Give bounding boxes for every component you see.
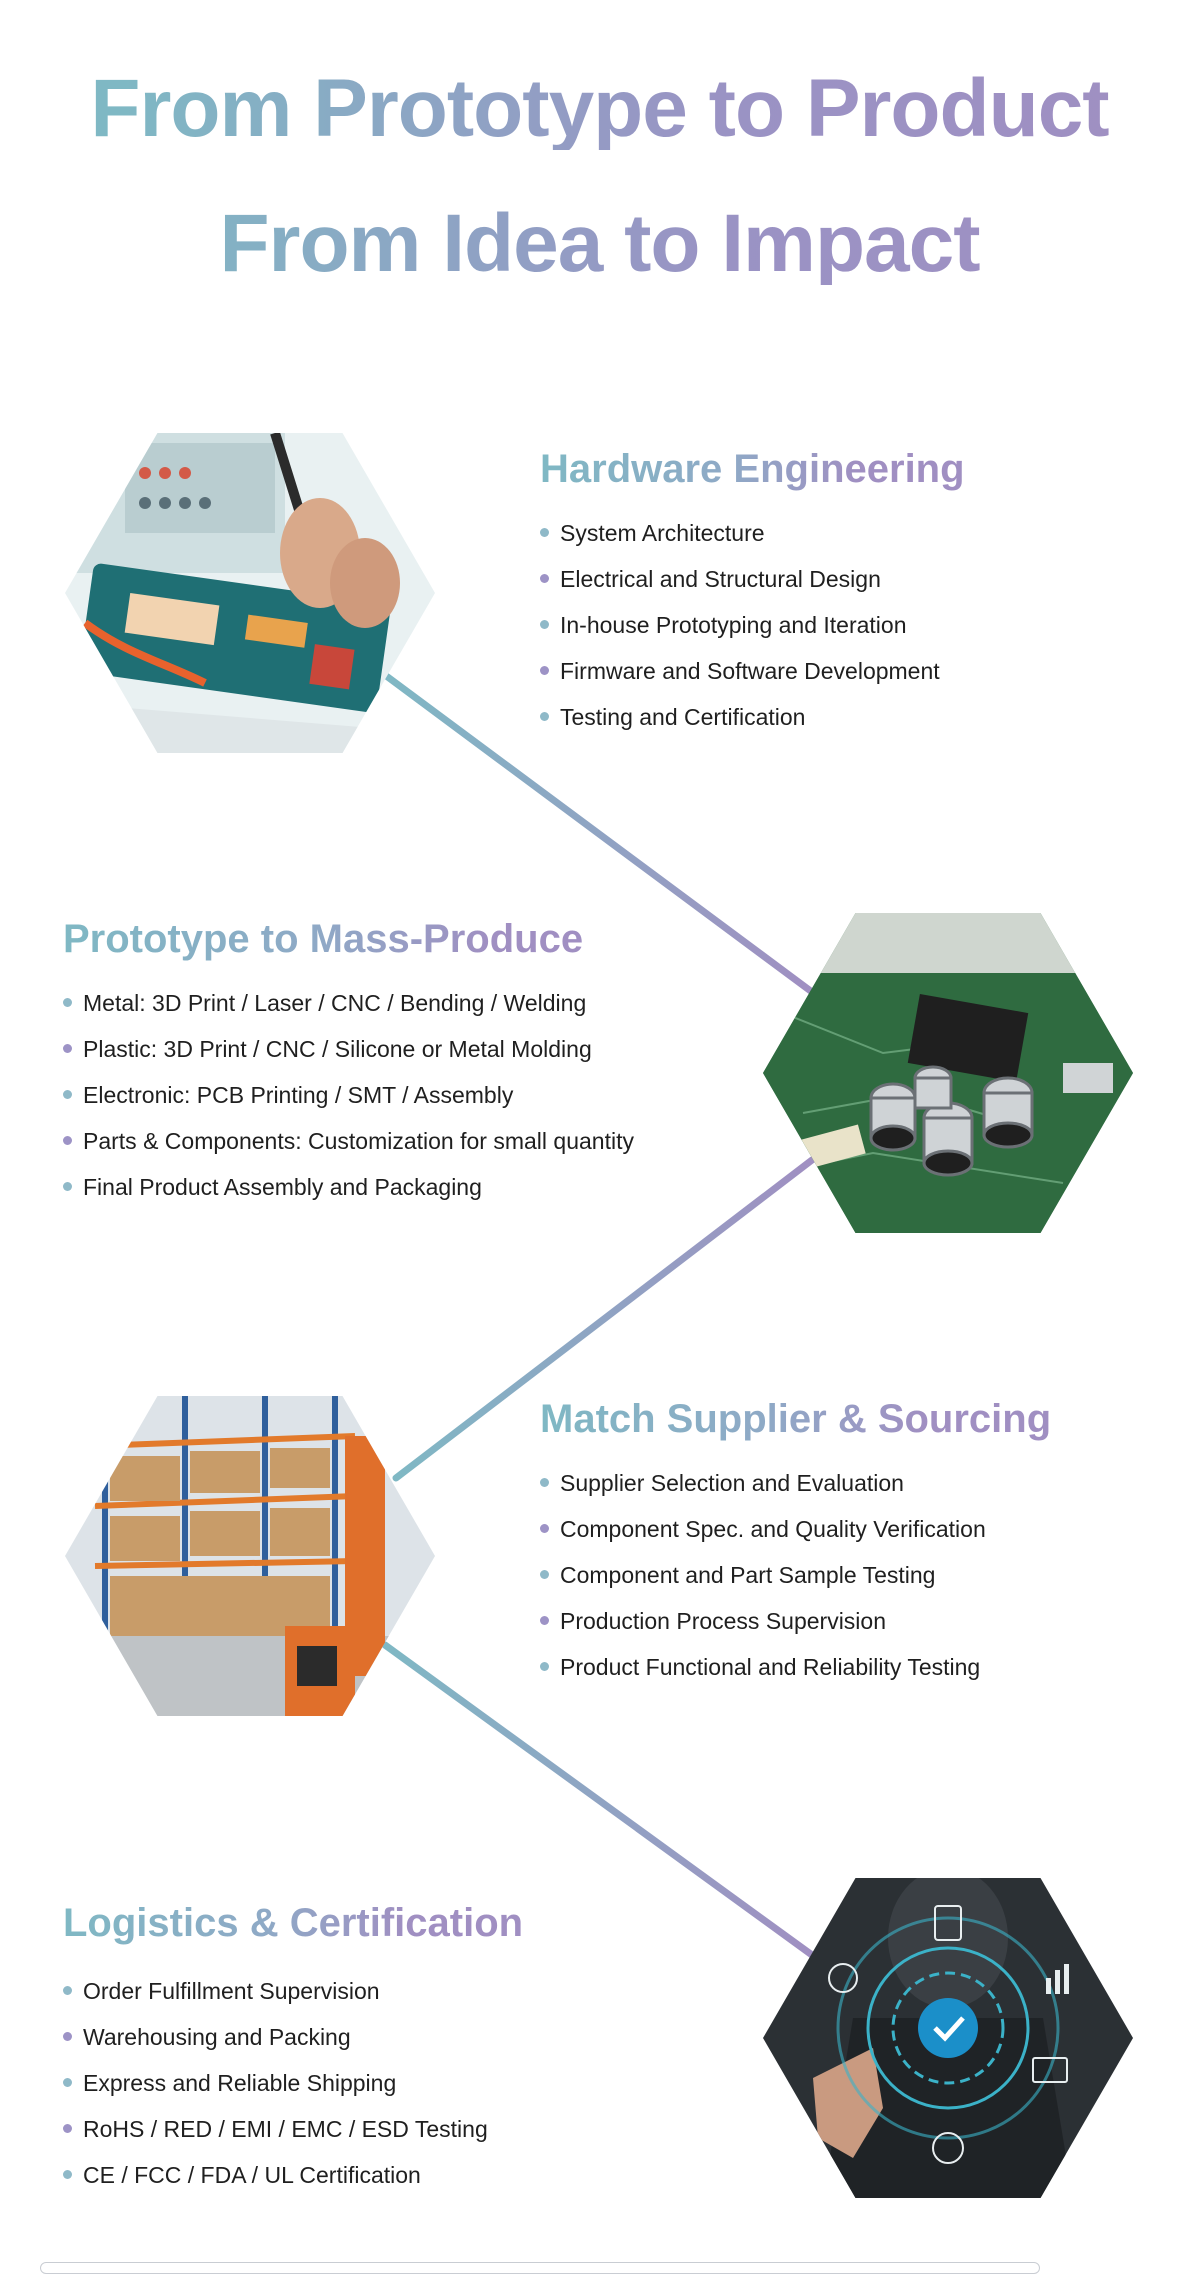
section-match-supplier-sourcing: Match Supplier & Sourcing Supplier Selec…	[540, 1397, 1051, 1690]
feature-list: Metal: 3D Print / Laser / CNC / Bending …	[63, 980, 634, 1210]
list-item: RoHS / RED / EMI / EMC / ESD Testing	[63, 2106, 523, 2152]
list-item: Express and Reliable Shipping	[63, 2060, 523, 2106]
list-item: Electronic: PCB Printing / SMT / Assembl…	[63, 1072, 634, 1118]
list-item: In-house Prototyping and Iteration	[540, 602, 965, 648]
page-title-line-1: From Prototype to Product	[0, 68, 1199, 150]
list-item: CE / FCC / FDA / UL Certification	[63, 2152, 523, 2198]
section-heading: Match Supplier & Sourcing	[540, 1397, 1052, 1441]
section-logistics-certification: Logistics & Certification Order Fulfillm…	[63, 1901, 523, 2198]
list-item: Product Functional and Reliability Testi…	[540, 1644, 1051, 1690]
section-prototype-to-mass-produce: Prototype to Mass-Produce Metal: 3D Prin…	[63, 917, 634, 1210]
section-heading: Logistics & Certification	[63, 1901, 524, 1945]
list-item: Order Fulfillment Supervision	[63, 1968, 523, 2014]
feature-list: Supplier Selection and Evaluation Compon…	[540, 1460, 1051, 1690]
list-item: Electrical and Structural Design	[540, 556, 965, 602]
list-item: Testing and Certification	[540, 694, 965, 740]
feature-list: Order Fulfillment Supervision Warehousin…	[63, 1968, 523, 2198]
hexagon-image-warehouse	[65, 1396, 435, 1716]
list-item: Firmware and Software Development	[540, 648, 965, 694]
connector-line-1	[381, 671, 816, 996]
list-item: Metal: 3D Print / Laser / CNC / Bending …	[63, 980, 634, 1026]
feature-list: System Architecture Electrical and Struc…	[540, 510, 965, 740]
list-item: Component Spec. and Quality Verification	[540, 1506, 1051, 1552]
section-heading: Prototype to Mass-Produce	[63, 917, 634, 962]
section-heading: Hardware Engineering	[540, 447, 965, 491]
list-item: Production Process Supervision	[540, 1598, 1051, 1644]
list-item: Final Product Assembly and Packaging	[63, 1164, 634, 1210]
connector-line-2	[392, 1156, 816, 1482]
list-item: Plastic: 3D Print / CNC / Silicone or Me…	[63, 1026, 634, 1072]
page-title-line-2: From Idea to Impact	[0, 203, 1199, 285]
connector-line-3	[381, 1641, 816, 1959]
list-item: Warehousing and Packing	[63, 2014, 523, 2060]
list-item: Supplier Selection and Evaluation	[540, 1460, 1051, 1506]
list-item: Parts & Components: Customization for sm…	[63, 1118, 634, 1164]
section-hardware-engineering: Hardware Engineering System Architecture…	[540, 447, 965, 740]
bottom-divider	[40, 2262, 1040, 2274]
list-item: System Architecture	[540, 510, 965, 556]
list-item: Component and Part Sample Testing	[540, 1552, 1051, 1598]
